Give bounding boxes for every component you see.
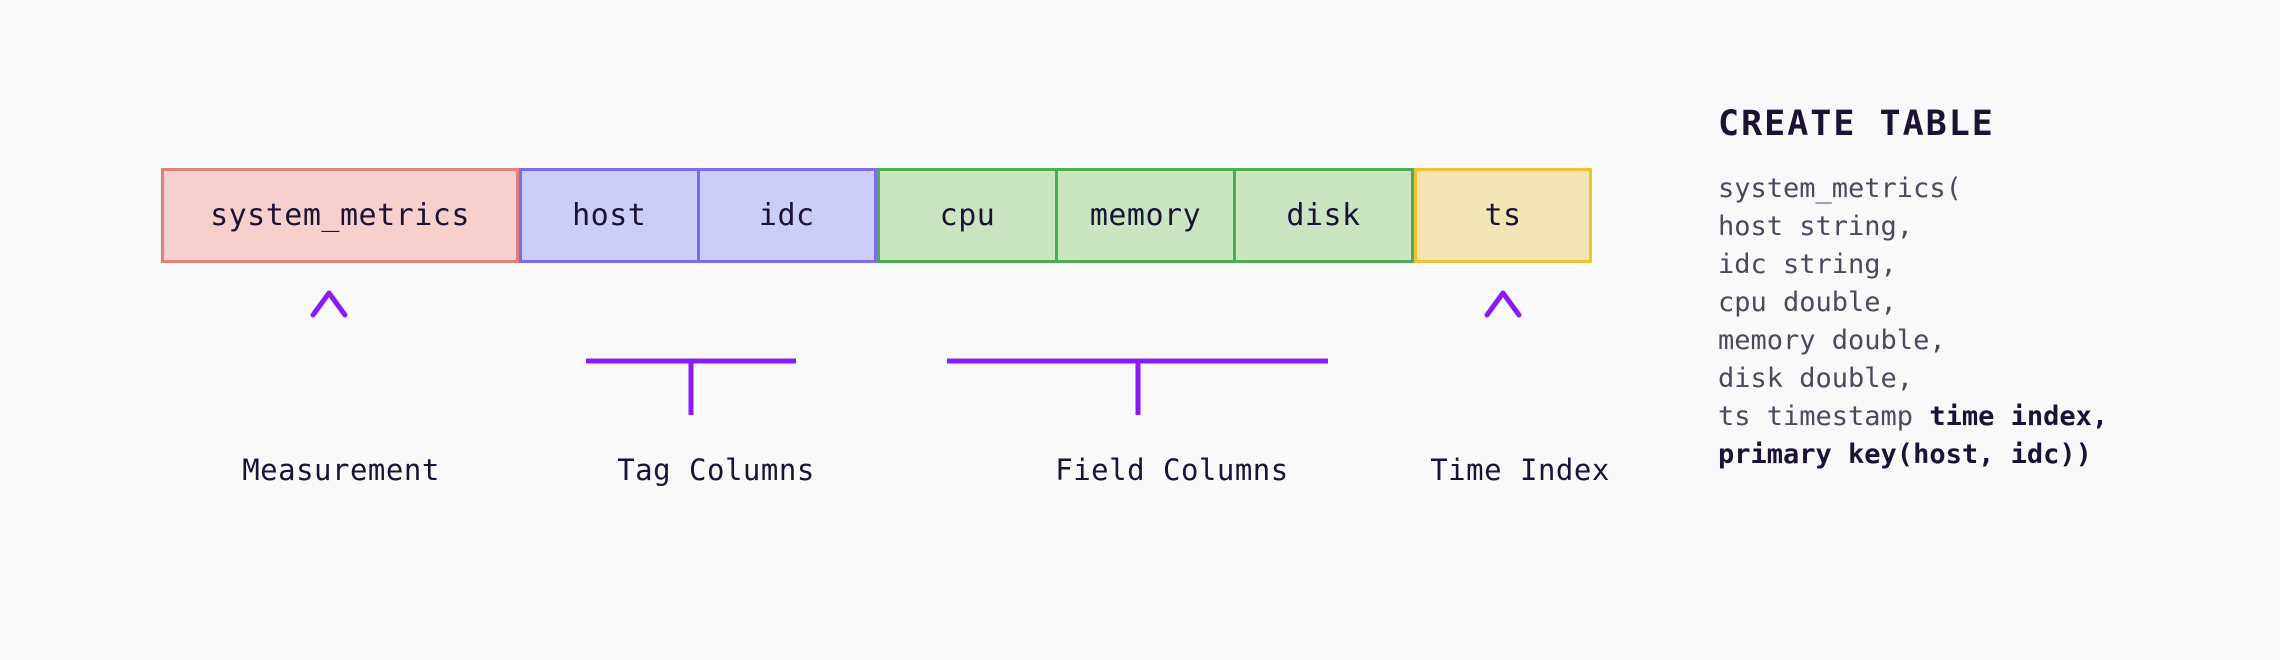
schema-strip: system_metrics host idc cpu memory disk …: [161, 168, 1592, 263]
sql-panel: CREATE TABLE system_metrics( host string…: [1718, 104, 2238, 474]
cell-cpu[interactable]: cpu: [939, 198, 996, 233]
measurement-group[interactable]: system_metrics: [161, 168, 519, 263]
cell-disk[interactable]: disk: [1233, 171, 1411, 260]
field-columns-bracket-icon: [947, 300, 1328, 415]
time-index-arrow-icon: [1484, 290, 1522, 413]
time-index-group[interactable]: ts: [1414, 168, 1592, 263]
sql-line: host string,: [1718, 211, 1914, 242]
sql-title: CREATE TABLE: [1718, 104, 1995, 144]
caption-field-columns: Field Columns: [1055, 453, 1289, 487]
sql-line: memory double,: [1718, 325, 1946, 356]
tag-columns-group[interactable]: host idc: [519, 168, 877, 263]
sql-line: ts timestamp time index,: [1718, 401, 2109, 432]
sql-line: primary key(host, idc)): [1718, 439, 2092, 470]
sql-line: system_metrics(: [1718, 173, 1962, 204]
measurement-arrow-icon: [310, 290, 348, 413]
sql-line: cpu double,: [1718, 287, 1897, 318]
cell-idc[interactable]: idc: [696, 171, 875, 260]
tag-columns-bracket-icon: [586, 300, 796, 415]
field-columns-group[interactable]: cpu memory disk: [877, 168, 1414, 263]
caption-tag-columns: Tag Columns: [617, 453, 815, 487]
cell-ts[interactable]: ts: [1484, 198, 1522, 233]
caption-measurement: Measurement: [242, 453, 440, 487]
cell-memory[interactable]: memory: [1055, 171, 1233, 260]
cell-host[interactable]: host: [572, 198, 647, 233]
cell-measurement-name[interactable]: system_metrics: [210, 198, 470, 233]
sql-statement[interactable]: system_metrics( host string, idc string,…: [1718, 170, 2238, 474]
caption-time-index: Time Index: [1430, 453, 1610, 487]
sql-line: idc string,: [1718, 249, 1897, 280]
sql-line: disk double,: [1718, 363, 1914, 394]
